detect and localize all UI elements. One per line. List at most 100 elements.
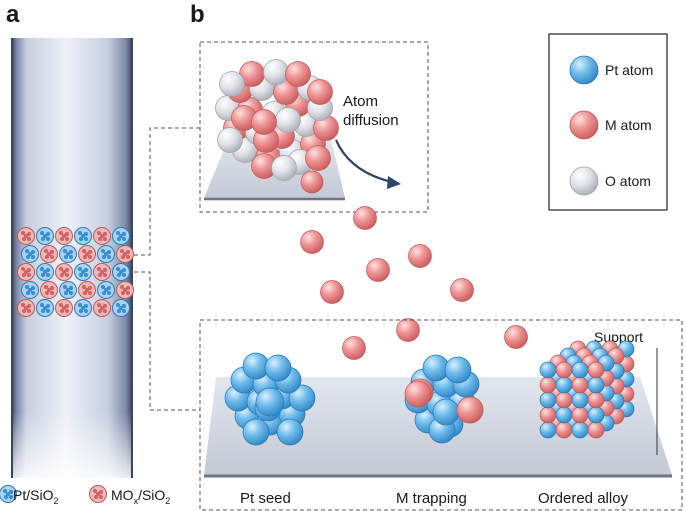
pt-sio2-granule [21, 245, 39, 263]
pt-atom [276, 418, 304, 446]
mixed-oxide-cluster [215, 59, 339, 194]
pt-atom [555, 376, 573, 394]
o-atom [217, 127, 243, 153]
pt-sio2-granule [21, 281, 39, 299]
m-atom [587, 391, 605, 409]
o-atom [271, 155, 297, 181]
pt-sio2-granule [74, 299, 92, 317]
bottom-legend-icons [0, 485, 107, 503]
pt-sio2-granule [112, 263, 130, 281]
pt-atom [444, 356, 472, 384]
legend-pt-atom-label: Pt atom [605, 62, 653, 78]
m-atom [571, 376, 589, 394]
m-atom [555, 421, 573, 439]
legend-o-atom-label: O atom [605, 173, 651, 189]
o-atom [219, 71, 245, 97]
pt-atom [242, 418, 270, 446]
m-atom [539, 376, 557, 394]
m-atom [353, 206, 377, 230]
mox-sio2-granule [40, 281, 58, 299]
m-atom [320, 280, 344, 304]
m-atom [555, 391, 573, 409]
mox-sio2-granule [55, 299, 73, 317]
pt-sio2-granule [36, 263, 54, 281]
m-atom [251, 109, 277, 135]
m-atom [504, 325, 528, 349]
mox-sio2-granule [17, 299, 35, 317]
panel-b-label: b [190, 1, 205, 28]
pt-atom [539, 421, 557, 439]
pt-sio2-granule [74, 227, 92, 245]
bottom-legend-mox-sio2: MOx/SiO2 [111, 487, 170, 506]
pt-sio2-granule [36, 227, 54, 245]
pt-seed-cluster [224, 352, 316, 446]
pt-sio2-granule [112, 299, 130, 317]
pt-atom [587, 406, 605, 424]
pt-atom [587, 376, 605, 394]
m-trapping-cluster [404, 354, 484, 444]
m-atom [285, 61, 311, 87]
pt-sio2-granule [97, 245, 115, 263]
pt-atom [432, 398, 460, 426]
pt-atom [539, 361, 557, 379]
m-atom [555, 361, 573, 379]
mox-sio2-granule [78, 245, 96, 263]
mox-sio2-granule [93, 299, 111, 317]
support-label: Support [594, 329, 643, 345]
lower-detail-box [199, 319, 683, 511]
pt-atom [571, 391, 589, 409]
m-atom [539, 406, 557, 424]
stage-label-ordered-alloy: Ordered alloy [538, 490, 629, 507]
m-atom [408, 244, 432, 268]
diffusion-arrow-head [387, 176, 401, 189]
m-atom [307, 79, 333, 105]
panel-a-label: a [6, 1, 20, 28]
stage-label-pt-seed: Pt seed [240, 490, 291, 507]
legend-pt-atom-swatch [569, 55, 599, 85]
m-atom [587, 421, 605, 439]
m-atom [305, 145, 331, 171]
mox-sio2-granule [116, 245, 134, 263]
m-atom [300, 230, 324, 254]
catalyst-bed [17, 227, 134, 317]
bottom-legend-pt-sio2: Pt/SiO2 [13, 487, 58, 506]
mox-sio2-granule [93, 263, 111, 281]
pt-atom [555, 406, 573, 424]
pt-sio2-granule [112, 227, 130, 245]
pt-atom [288, 384, 316, 412]
legend: Pt atom M atom O atom [548, 33, 668, 211]
mox-sio2-granule [17, 227, 35, 245]
m-atom [404, 380, 432, 408]
pt-sio2-granule [97, 281, 115, 299]
m-atom [342, 336, 366, 360]
atom-diffusion-label-line1: Atom [343, 93, 378, 110]
atom-diffusion-label-line2: diffusion [343, 112, 399, 129]
pt-atom [264, 354, 292, 382]
pt-sio2-granule [36, 299, 54, 317]
diffusion-arrow [334, 139, 393, 184]
pt-atom [571, 421, 589, 439]
m-atom [366, 258, 390, 282]
pt-sio2-granule [59, 281, 77, 299]
legend-m-atom-swatch [569, 110, 599, 140]
ordered-alloy-cube [539, 340, 635, 439]
pt-sio2-granule [0, 485, 17, 503]
mox-sio2-granule [116, 281, 134, 299]
mox-sio2-granule [40, 245, 58, 263]
m-atom [450, 278, 474, 302]
mox-sio2-granule [55, 227, 73, 245]
stage-label-m-trapping: M trapping [396, 490, 467, 507]
m-atom [396, 318, 420, 342]
pt-sio2-granule [59, 245, 77, 263]
pt-atom [539, 391, 557, 409]
m-atom [300, 170, 324, 194]
mox-sio2-granule [89, 485, 107, 503]
mox-sio2-granule [78, 281, 96, 299]
pt-atom [571, 361, 589, 379]
m-atom [571, 406, 589, 424]
mox-sio2-granule [17, 263, 35, 281]
o-atom [263, 59, 289, 85]
m-atom [456, 396, 484, 424]
pt-atom [255, 387, 285, 417]
